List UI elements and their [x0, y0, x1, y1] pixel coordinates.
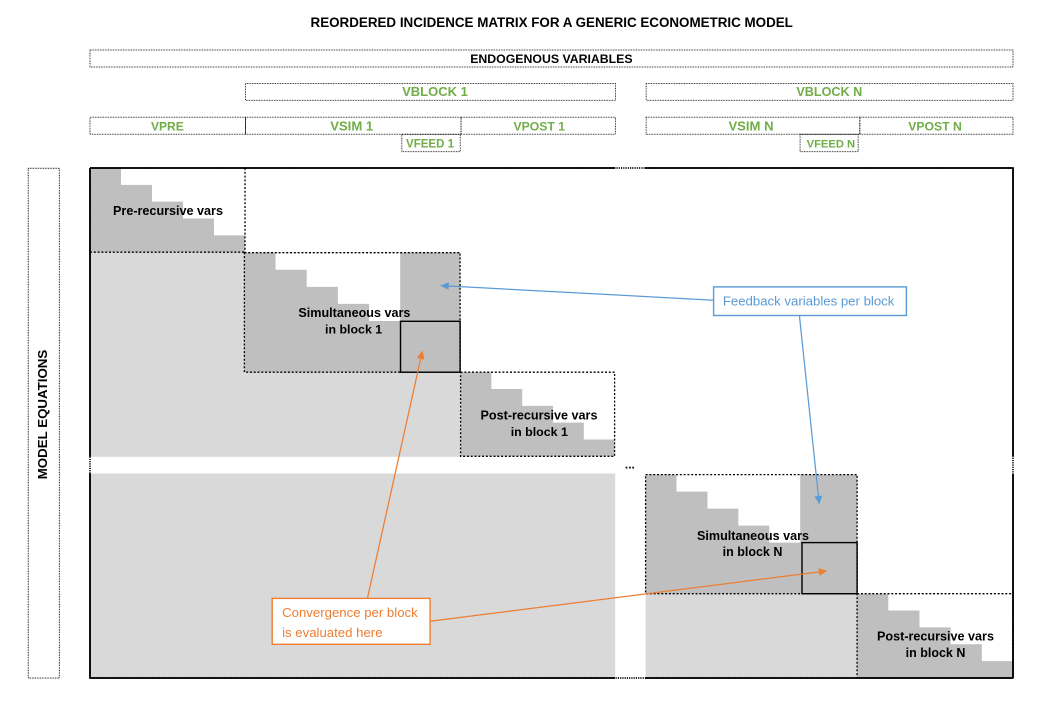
svg-text:Simultaneous vars: Simultaneous vars	[298, 306, 410, 320]
svg-text:Pre-recursive vars: Pre-recursive vars	[113, 204, 223, 218]
svg-text:in block N: in block N	[723, 545, 783, 559]
svg-text:VPOST N: VPOST N	[908, 119, 962, 133]
svg-text:VPOST 1: VPOST 1	[514, 119, 566, 133]
svg-text:in block 1: in block 1	[511, 425, 568, 439]
svg-text:Post-recursive vars: Post-recursive vars	[877, 630, 994, 644]
svg-text:in block 1: in block 1	[325, 323, 382, 337]
svg-text:...: ...	[625, 458, 635, 472]
svg-text:Post-recursive vars: Post-recursive vars	[481, 408, 598, 422]
svg-text:REORDERED INCIDENCE MATRIX FOR: REORDERED INCIDENCE MATRIX FOR A GENERIC…	[311, 15, 793, 30]
svg-text:Feedback variables per block: Feedback variables per block	[723, 293, 895, 308]
svg-text:VBLOCK 1: VBLOCK 1	[402, 84, 468, 99]
svg-text:ENDOGENOUS VARIABLES: ENDOGENOUS VARIABLES	[470, 52, 632, 66]
svg-text:MODEL EQUATIONS: MODEL EQUATIONS	[35, 350, 50, 480]
svg-text:VFEED 1: VFEED 1	[406, 138, 455, 150]
svg-text:VSIM N: VSIM N	[728, 118, 773, 133]
svg-text:VFEED N: VFEED N	[807, 138, 856, 150]
svg-text:VPRE: VPRE	[151, 119, 184, 133]
svg-text:Simultaneous vars: Simultaneous vars	[697, 529, 809, 543]
svg-text:is evaluated here: is evaluated here	[282, 625, 382, 640]
svg-text:VBLOCK N: VBLOCK N	[796, 85, 862, 99]
svg-text:Convergence per block: Convergence per block	[282, 605, 418, 620]
svg-text:VSIM 1: VSIM 1	[330, 118, 373, 133]
svg-text:in block N: in block N	[906, 646, 966, 660]
